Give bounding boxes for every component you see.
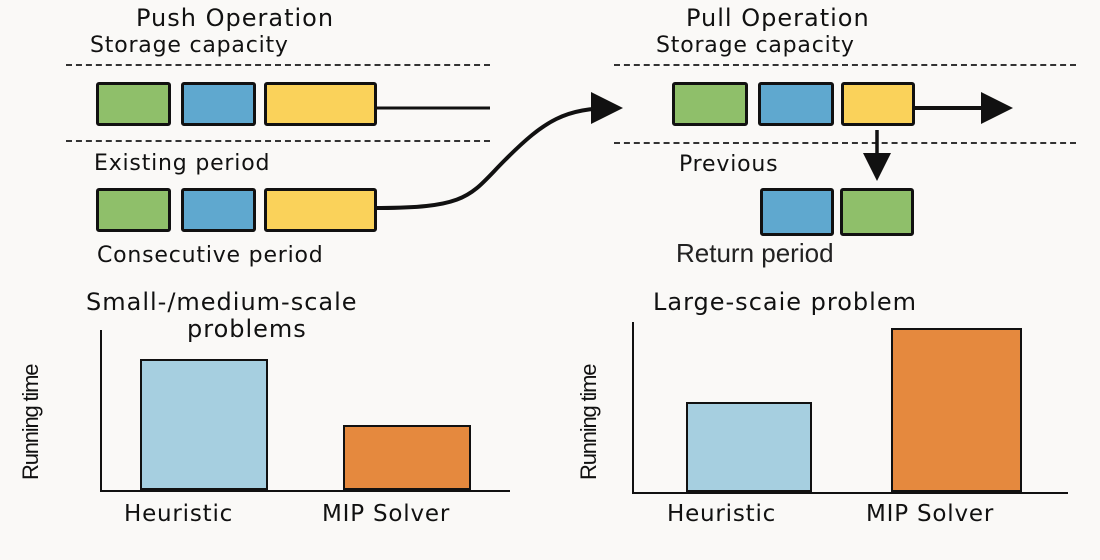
chart2-cat-heuristic: Heuristic: [667, 501, 777, 527]
pull-block-green: [672, 82, 748, 126]
push-consecutive-block-blue: [181, 188, 256, 232]
pull-block-yellow: [841, 82, 915, 126]
pull-title: Pull Operation: [686, 4, 870, 32]
chart1-bar-mip-solver: [343, 425, 471, 490]
pull-capacity-label: Storage capacity: [656, 33, 855, 58]
chart2-cat-mip-solver: MIP Solver: [866, 501, 995, 527]
chart1-cat-mip-solver: MIP Solver: [322, 501, 451, 527]
push-to-pull-arrow: [376, 92, 623, 210]
chart2-title: Large-scaie problem: [653, 288, 917, 316]
chart1-y-axis: [100, 330, 102, 490]
push-consecutive-block-green: [96, 188, 171, 232]
chart2-bar-heuristic: [686, 402, 812, 492]
push-consecutive-label: Consecutive period: [97, 243, 324, 268]
push-existing-label: Existing period: [94, 151, 271, 176]
chart1-title-line1: Small-/medium-scale: [86, 288, 358, 316]
chart2-ylabel: Running time: [576, 364, 601, 480]
chart1-bar-heuristic: [140, 359, 268, 490]
push-consecutive-block-yellow: [264, 188, 377, 232]
push-capacity-label: Storage capacity: [90, 33, 289, 58]
chart1-x-axis: [100, 490, 510, 492]
push-existing-block-green: [96, 82, 171, 126]
chart1-cat-heuristic: Heuristic: [124, 501, 234, 527]
chart1-ylabel: Running time: [18, 364, 43, 480]
pull-previous-label: Previous: [679, 152, 779, 177]
pull-return-label: Return period: [676, 238, 834, 268]
push-existing-block-blue: [181, 82, 256, 126]
pull-return-block-blue: [760, 188, 834, 236]
push-capacity-line: [66, 64, 490, 66]
chart1-title-line2: problems: [187, 315, 307, 343]
push-divider-line: [66, 140, 490, 142]
push-existing-block-yellow: [264, 82, 377, 126]
chart2-x-axis: [632, 492, 1068, 494]
pull-capacity-line: [614, 64, 1076, 66]
chart2-y-axis: [632, 322, 634, 492]
pull-block-blue: [758, 82, 834, 126]
push-title: Push Operation: [136, 4, 335, 32]
pull-return-block-green: [840, 188, 914, 236]
chart2-bar-mip-solver: [891, 328, 1022, 492]
pull-divider-line: [614, 142, 1076, 144]
